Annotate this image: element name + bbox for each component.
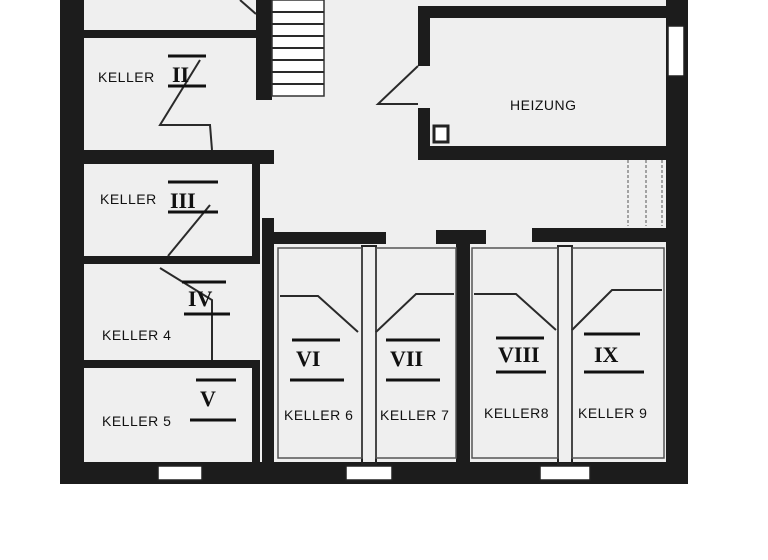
wall-keller-6-7-top bbox=[262, 232, 386, 244]
door-swing-keller-2 bbox=[158, 59, 213, 151]
wall-keller-3-bottom bbox=[84, 256, 260, 264]
label-keller-9: KELLER 9 bbox=[578, 405, 647, 421]
wall-keller-5-right bbox=[252, 360, 260, 462]
staircase bbox=[239, 0, 325, 100]
numeral-keller-3: III bbox=[170, 188, 196, 213]
numeral-keller-7: VII bbox=[390, 346, 423, 371]
wall-keller-2-bottom bbox=[84, 150, 274, 164]
door-swing-keller-9 bbox=[571, 289, 662, 331]
wall-keller-7-8-top bbox=[436, 230, 486, 244]
numeral-keller-2: II bbox=[172, 62, 189, 87]
outer-wall-right bbox=[666, 0, 688, 484]
window-heizung bbox=[667, 25, 685, 77]
numeral-keller-9: IX bbox=[594, 342, 619, 367]
label-keller-4: KELLER 4 bbox=[102, 327, 171, 343]
wall-heizung-left-upper bbox=[418, 6, 430, 66]
door-swing-keller-4 bbox=[159, 267, 213, 360]
numeral-underlines bbox=[168, 54, 644, 422]
chimney bbox=[432, 124, 450, 144]
window-keller-5 bbox=[157, 465, 203, 481]
window-keller-8-9 bbox=[539, 465, 591, 481]
label-keller-2: KELLER bbox=[98, 69, 155, 85]
label-keller-7: KELLER 7 bbox=[380, 407, 449, 423]
wall-corridor-left bbox=[262, 218, 274, 464]
wall-heizung-top bbox=[418, 6, 668, 18]
vent-grate bbox=[627, 160, 663, 226]
numeral-keller-6: VI bbox=[296, 346, 320, 371]
numeral-keller-5: V bbox=[200, 386, 216, 411]
outer-wall-left bbox=[60, 0, 84, 480]
wall-keller-3-right bbox=[252, 164, 260, 264]
door-swing-heizung bbox=[375, 65, 419, 105]
numeral-keller-4: IV bbox=[188, 286, 213, 311]
label-keller-6: KELLER 6 bbox=[284, 407, 353, 423]
door-swing-keller-7 bbox=[375, 293, 454, 333]
door-swing-keller-6 bbox=[280, 295, 359, 333]
wall-keller-9-top bbox=[532, 228, 668, 242]
label-keller-8: KELLER8 bbox=[484, 405, 549, 421]
wall-keller-4-bottom bbox=[84, 360, 260, 368]
label-keller-3: KELLER bbox=[100, 191, 157, 207]
window-keller-6-7 bbox=[345, 465, 393, 481]
door-swing-keller-8 bbox=[474, 293, 557, 331]
numeral-keller-8: VIII bbox=[498, 342, 540, 367]
wall-top-room bbox=[84, 30, 256, 38]
wall-keller-7-8-divider bbox=[456, 244, 470, 464]
wall-heizung-bottom bbox=[418, 146, 668, 160]
label-heizung: HEIZUNG bbox=[510, 97, 577, 113]
label-keller-5: KELLER 5 bbox=[102, 413, 171, 429]
